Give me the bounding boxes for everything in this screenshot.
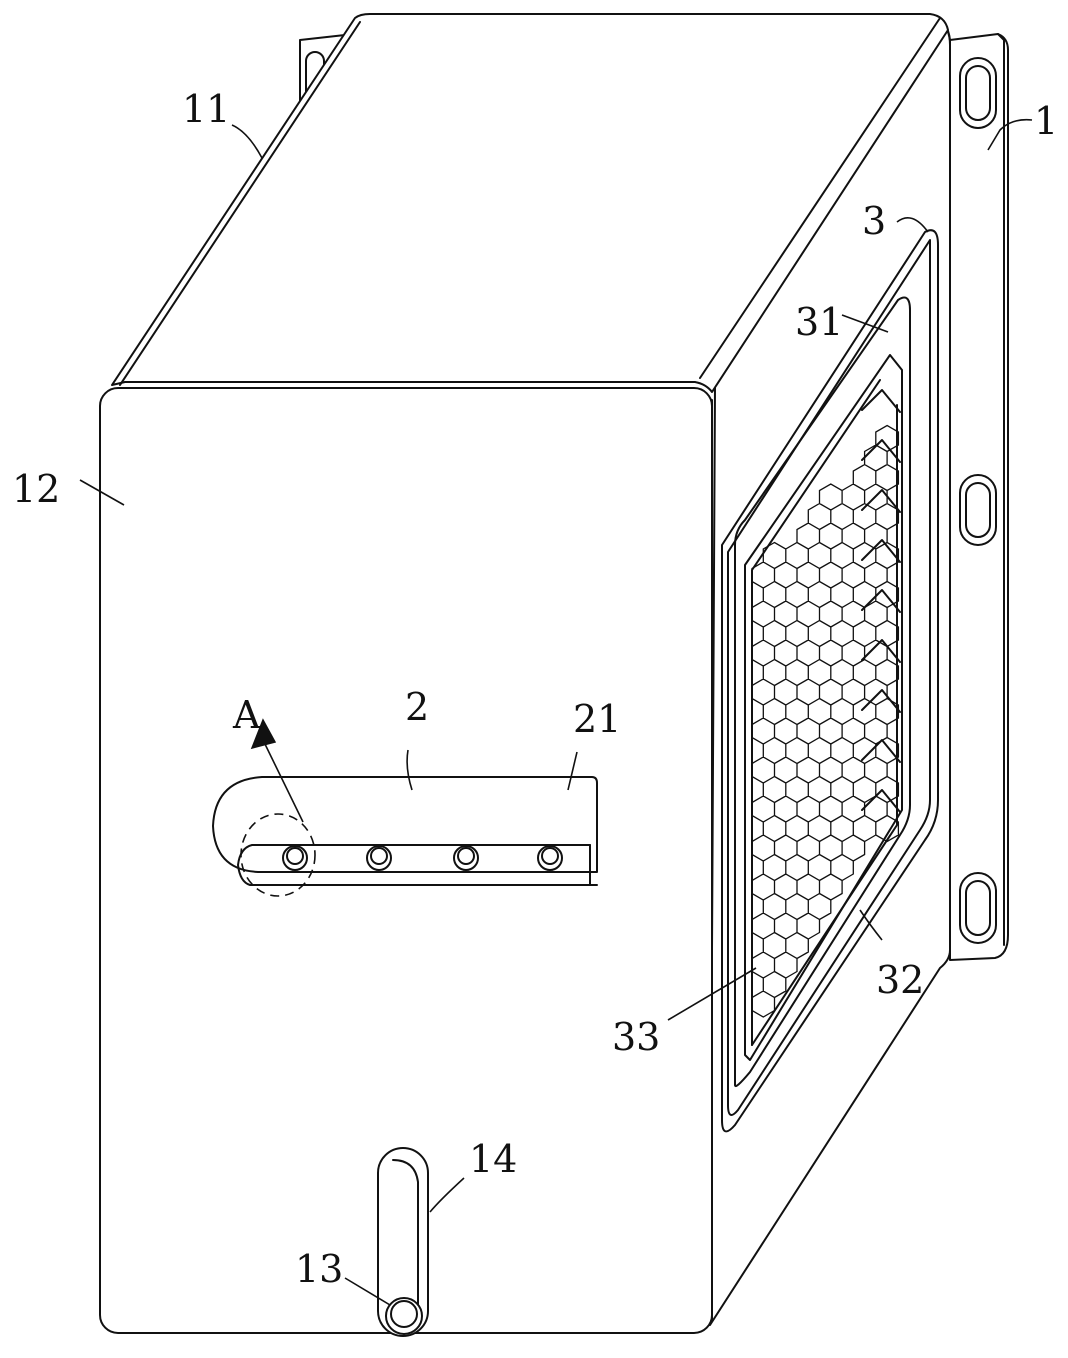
- detail-arrow-a: [250, 718, 277, 750]
- label-a: A: [232, 693, 261, 737]
- label-3: 3: [862, 199, 886, 243]
- louver-fin: [861, 689, 901, 713]
- label-12: 12: [12, 467, 60, 511]
- slide-handle: [212, 718, 598, 897]
- reference-labels: 11 12 1 3 31 32 33 2 21 A 14 13: [12, 87, 1058, 1291]
- honeycomb-mesh: [744, 354, 903, 1061]
- label-13: 13: [295, 1247, 343, 1291]
- flange-slot: [959, 872, 997, 944]
- label-11: 11: [182, 87, 230, 131]
- label-21: 21: [573, 697, 621, 741]
- louver-fin: [861, 739, 901, 763]
- roller: [366, 845, 392, 871]
- louver-fin: [861, 439, 901, 463]
- louver-fin: [861, 589, 901, 613]
- roller: [537, 845, 563, 871]
- hex-cells: [751, 424, 900, 1018]
- label-14: 14: [469, 1137, 517, 1181]
- top-face: [111, 13, 949, 393]
- louver-fin: [861, 639, 901, 663]
- roller: [282, 845, 308, 871]
- flange-slot: [959, 474, 997, 546]
- louver-fin: [861, 489, 901, 513]
- label-31: 31: [795, 300, 843, 344]
- latch: [377, 1147, 429, 1337]
- label-2: 2: [405, 685, 429, 729]
- louver-fin: [861, 539, 901, 563]
- louver-fin: [861, 789, 901, 813]
- louver-fin: [861, 389, 901, 413]
- label-1: 1: [1034, 99, 1058, 143]
- label-33: 33: [612, 1015, 660, 1059]
- detail-circle-a: [240, 813, 316, 897]
- roller: [453, 845, 479, 871]
- flange-slot: [959, 57, 997, 129]
- vent-frame: [721, 229, 939, 1133]
- leader-lines: [79, 118, 1033, 1306]
- label-32: 32: [876, 958, 924, 1002]
